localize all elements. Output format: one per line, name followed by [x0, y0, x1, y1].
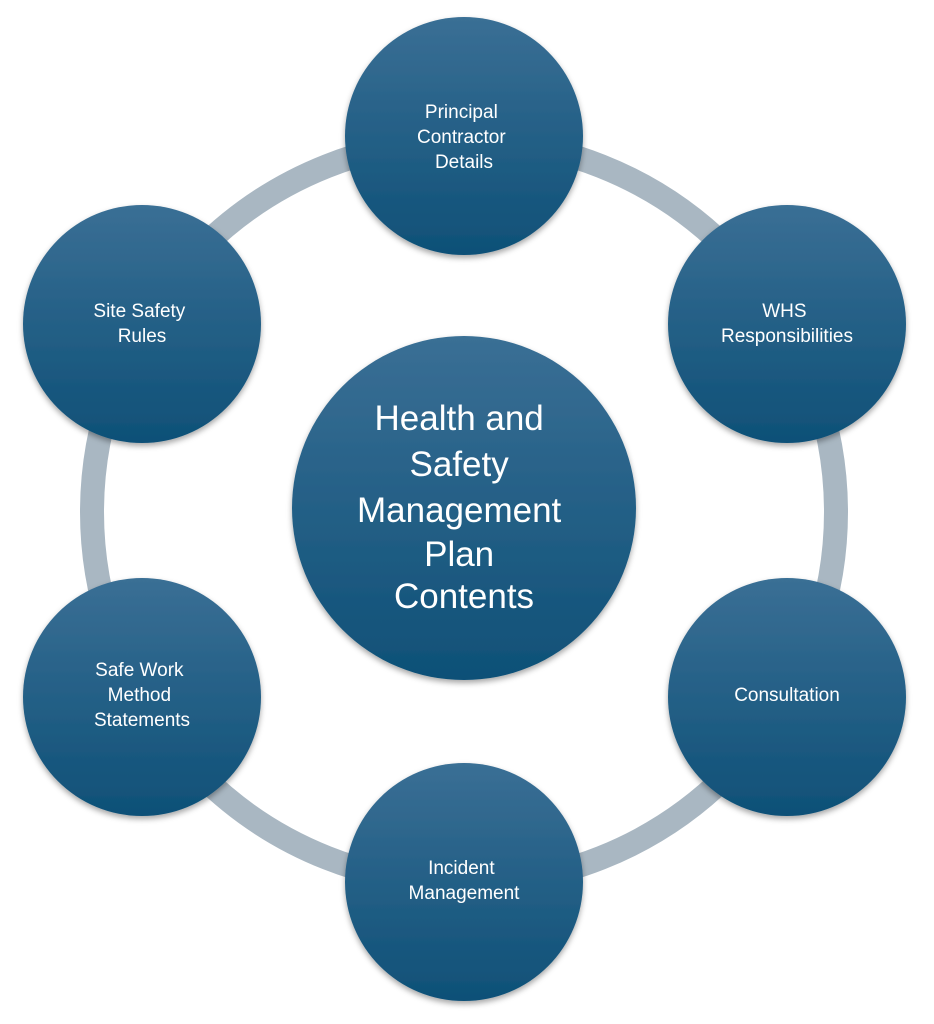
node-label: Site Safety Rules — [93, 301, 190, 347]
node-site-safety-rules: Site Safety Rules — [23, 205, 261, 443]
node-label-line: Statements — [94, 710, 190, 731]
node-label-line: Consultation — [734, 685, 840, 706]
node-principal-contractor-details: Principal Contractor Details — [345, 17, 583, 255]
center-title-line: Contents — [394, 577, 534, 616]
node-label-line: Contractor — [417, 127, 506, 148]
center-circle — [292, 336, 636, 680]
node-label: Safe Work Method Statements — [94, 660, 190, 731]
node-label: Principal Contractor Details — [417, 102, 511, 173]
node-circle — [345, 17, 583, 255]
node-circle — [345, 763, 583, 1001]
center-title-line: Health and — [374, 399, 543, 438]
node-consultation: Consultation — [668, 578, 906, 816]
center-title: Health and Safety Management Plan Conten… — [357, 399, 571, 616]
node-label: Incident Management — [409, 858, 521, 904]
center-title-line: Plan — [424, 535, 494, 574]
node-label-line: Method — [108, 685, 171, 706]
node-label-line: Details — [435, 152, 493, 173]
node-circle — [668, 578, 906, 816]
node-label-line: Rules — [118, 326, 167, 347]
center-node: Health and Safety Management Plan Conten… — [292, 336, 636, 680]
node-safe-work-method-statements: Safe Work Method Statements — [23, 578, 261, 816]
node-label: WHS Responsibilities — [721, 301, 853, 347]
node-label-line: Responsibilities — [721, 326, 853, 347]
node-whs-responsibilities: WHS Responsibilities — [668, 205, 906, 443]
node-label-line: Safe Work — [95, 660, 184, 681]
node-circle — [668, 205, 906, 443]
center-title-line: Management — [357, 491, 562, 530]
node-circle — [23, 205, 261, 443]
node-label-line: Principal — [425, 102, 498, 123]
node-incident-management: Incident Management — [345, 763, 583, 1001]
node-label-line: WHS — [762, 301, 806, 322]
node-label-line: Site Safety — [93, 301, 185, 322]
node-label: Consultation — [734, 685, 840, 706]
center-title-line: Safety — [410, 445, 510, 484]
node-label-line: Incident — [428, 858, 495, 879]
node-label-line: Management — [409, 883, 521, 904]
node-circle — [23, 578, 261, 816]
